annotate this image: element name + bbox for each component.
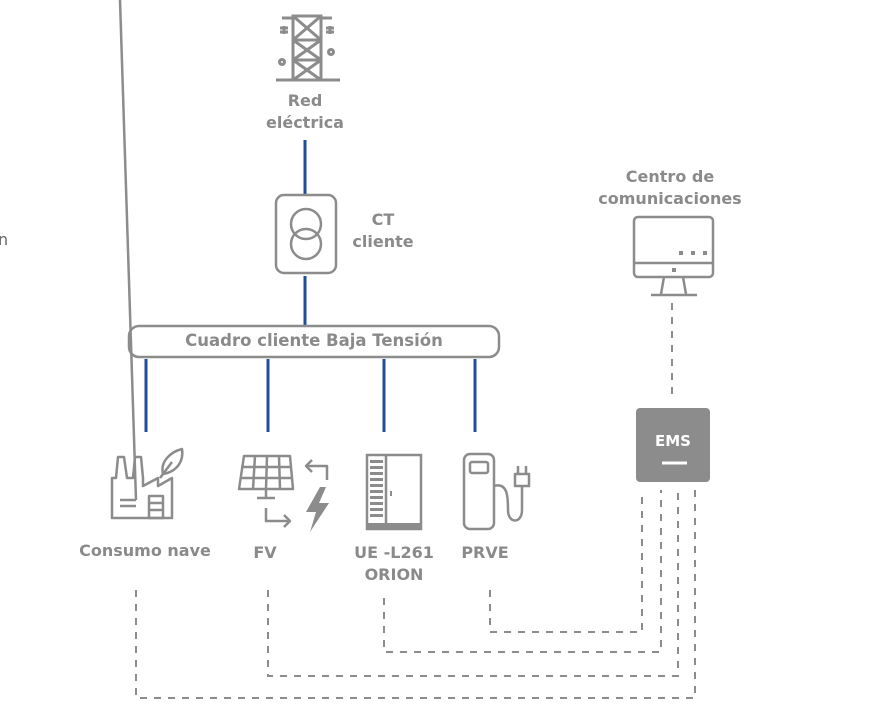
power-lines (144, 140, 477, 432)
ev-charger-icon (462, 452, 531, 531)
comm-line-orion (383, 490, 662, 653)
ct-label-line2: cliente (352, 232, 414, 251)
factory-leaf-icon (110, 0, 184, 520)
comms-label-line2: comunicaciones (598, 189, 742, 208)
comm-lines (135, 303, 696, 699)
load-label-orion-line2: ORION (364, 565, 424, 584)
load-label-orion: UE -L261 ORION (344, 542, 444, 586)
solar-panel-icon (237, 454, 329, 528)
bus-label: Cuadro cliente Baja Tensión (185, 331, 443, 350)
ct-label: CT cliente (343, 209, 423, 253)
ems-label: EMS (655, 432, 691, 450)
load-label-orion-line1: UE -L261 (354, 543, 434, 562)
ems-box (636, 408, 710, 482)
bus-bar (127, 324, 501, 359)
power-tower-icon (276, 14, 340, 82)
grid-label-line2: eléctrica (266, 113, 344, 132)
monitor-icon (632, 215, 715, 297)
left-edge-fragment: n (0, 230, 9, 249)
transformer-icon (274, 193, 338, 275)
comms-label: Centro de comunicaciones (580, 166, 760, 210)
grid-label-line1: Red (287, 91, 323, 110)
comms-label-line1: Centro de (625, 167, 715, 186)
bolt-icon (306, 487, 329, 532)
grid-label: Red eléctrica (255, 90, 355, 134)
load-label-fv: FV (253, 543, 277, 562)
monitor-dots (672, 251, 707, 272)
comm-line-consumo (135, 490, 696, 699)
comm-line-prve (489, 490, 643, 633)
load-label-prve: PRVE (461, 543, 509, 562)
comm-line-fv (267, 490, 679, 677)
ct-label-line1: CT (371, 210, 395, 229)
load-label-consumo: Consumo nave (79, 541, 211, 560)
battery-cabinet-details (367, 460, 421, 529)
